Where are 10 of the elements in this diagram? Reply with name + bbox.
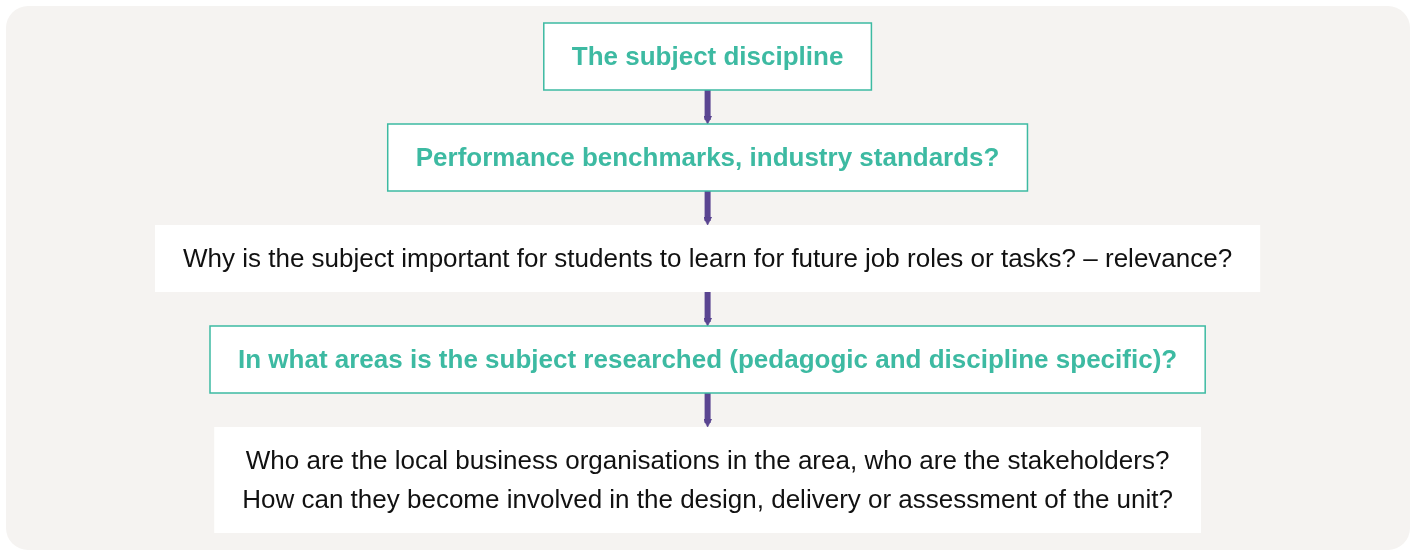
arrow [703,90,713,125]
node-box [214,427,1202,533]
panel-background: The subject discipline Performance benchmarks, industry standards? Why is the subject important for students to learn for future job roles or tasks? – relevance? In what areas is the subject researched (pedagogic and discipline specific)? Who are the local business organisations in the area, who are the stakeholders? How can they become involved in the design, delivery or assessment of the unit? [6,6,1410,550]
arrow [703,292,713,327]
node-box [155,225,1261,292]
node-box [387,123,1029,192]
node-box [209,325,1207,394]
arrow [703,393,713,428]
arrow [703,191,713,226]
node-box [543,22,873,91]
